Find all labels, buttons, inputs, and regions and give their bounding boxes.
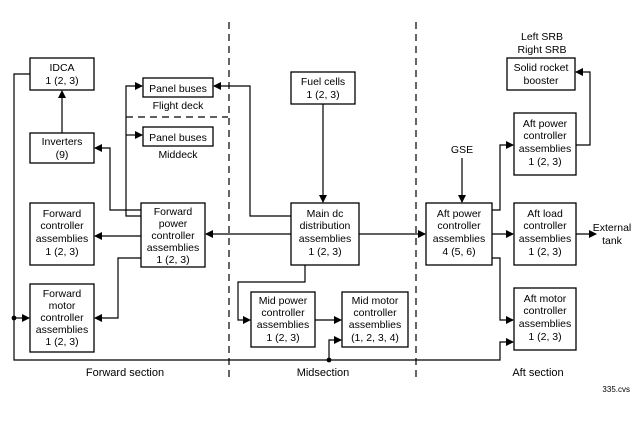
inverters-line-2: (9)	[56, 149, 69, 161]
srb-line-1: Solid rocket	[514, 62, 569, 74]
fwd-power-line-5: 1 (2, 3)	[156, 254, 189, 266]
mid-power-line-3: assemblies	[257, 319, 310, 331]
main-dc-line-2: distribution	[300, 220, 351, 232]
inverters-box: Inverters(9)	[29, 132, 95, 164]
mid-motor-line-4: (1, 2, 3, 4)	[351, 332, 399, 344]
fwd-motor-line-4: assemblies	[36, 324, 89, 336]
aft-power-4-line-2: controller	[437, 220, 481, 232]
fwd-power-line-2: power	[159, 218, 188, 230]
aft-motor-line-4: 1 (2, 3)	[528, 331, 561, 343]
fwd-motor-line-3: controller	[40, 312, 84, 324]
mid-power-line-2: controller	[261, 307, 305, 319]
left-srb-label: Left SRB	[521, 31, 563, 43]
connections	[11, 68, 597, 363]
aft-power-4-line-1: Aft power	[437, 208, 482, 220]
flight-deck-label: Flight deck	[153, 100, 205, 112]
fwd-motor-line-5: 1 (2, 3)	[45, 336, 78, 348]
fwd-ctrl-line-4: 1 (2, 3)	[45, 246, 78, 258]
aft-motor-line-1: Aft motor	[524, 293, 567, 305]
inverters-line-1: Inverters	[42, 136, 83, 148]
aft-load-line-4: 1 (2, 3)	[528, 246, 561, 258]
forward-section-label: Forward section	[86, 367, 164, 379]
aft-load-line-1: Aft load	[527, 208, 563, 220]
mid-motor-line-1: Mid motor	[352, 295, 399, 307]
main-dc-line-4: 1 (2, 3)	[308, 246, 341, 258]
aft-pca-line-4: 1 (2, 3)	[528, 156, 561, 168]
aft-motor-line-2: controller	[523, 305, 567, 317]
main-dc-line-3: assemblies	[299, 233, 352, 245]
panel-buses-flight-deck-label: Panel buses	[149, 83, 207, 95]
svg-text:Inverters(9): Inverters(9)	[42, 136, 83, 161]
fwd-ctrl-line-1: Forward	[43, 208, 82, 220]
fwd-power-line-3: controller	[151, 230, 195, 242]
figure-id-label: 335.cvs	[602, 385, 630, 394]
aft-power-4-line-3: assemblies	[433, 233, 486, 245]
srb-line-2: booster	[523, 75, 559, 87]
panel-buses-middeck-box: Panel buses	[142, 126, 214, 147]
idca-line-1: IDCA	[49, 62, 74, 74]
panel-buses-flight-deck-box: Panel buses	[142, 77, 214, 98]
middeck-label: Middeck	[158, 149, 198, 161]
aft-load-line-3: assemblies	[519, 233, 572, 245]
tank-label: tank	[602, 235, 623, 247]
fwd-motor-line-2: motor	[49, 300, 76, 312]
external-label: External	[593, 222, 632, 234]
fwd-motor-line-1: Forward	[43, 288, 82, 300]
main-dc-line-1: Main dc	[307, 208, 344, 220]
gse-label: GSE	[451, 144, 473, 156]
panel-buses-middeck-label: Panel buses	[149, 132, 207, 144]
aft-section-label: Aft section	[512, 367, 563, 379]
mid-power-line-4: 1 (2, 3)	[266, 332, 299, 344]
aft-motor-line-3: assemblies	[519, 318, 572, 330]
aft-load-line-2: controller	[523, 220, 567, 232]
fuel-cells-line-1: Fuel cells	[301, 76, 345, 88]
mid-motor-line-3: assemblies	[349, 319, 402, 331]
right-srb-label: Right SRB	[517, 44, 566, 56]
aft-pca-line-1: Aft power	[523, 118, 568, 130]
aft-pca-line-2: controller	[523, 130, 567, 142]
fwd-ctrl-line-3: assemblies	[36, 233, 89, 245]
mid-motor-line-2: controller	[353, 307, 397, 319]
fwd-ctrl-line-2: controller	[40, 220, 84, 232]
idca-line-2: 1 (2, 3)	[45, 75, 78, 87]
fwd-power-line-4: assemblies	[147, 242, 200, 254]
aft-pca-line-3: assemblies	[519, 143, 572, 155]
fwd-power-line-1: Forward	[154, 206, 193, 218]
aft-power-4-line-4: 4 (5, 6)	[442, 246, 475, 258]
midsection-label: Midsection	[297, 367, 350, 379]
fuel-cells-line-2: 1 (2, 3)	[306, 89, 339, 101]
mid-power-line-1: Mid power	[259, 295, 308, 307]
